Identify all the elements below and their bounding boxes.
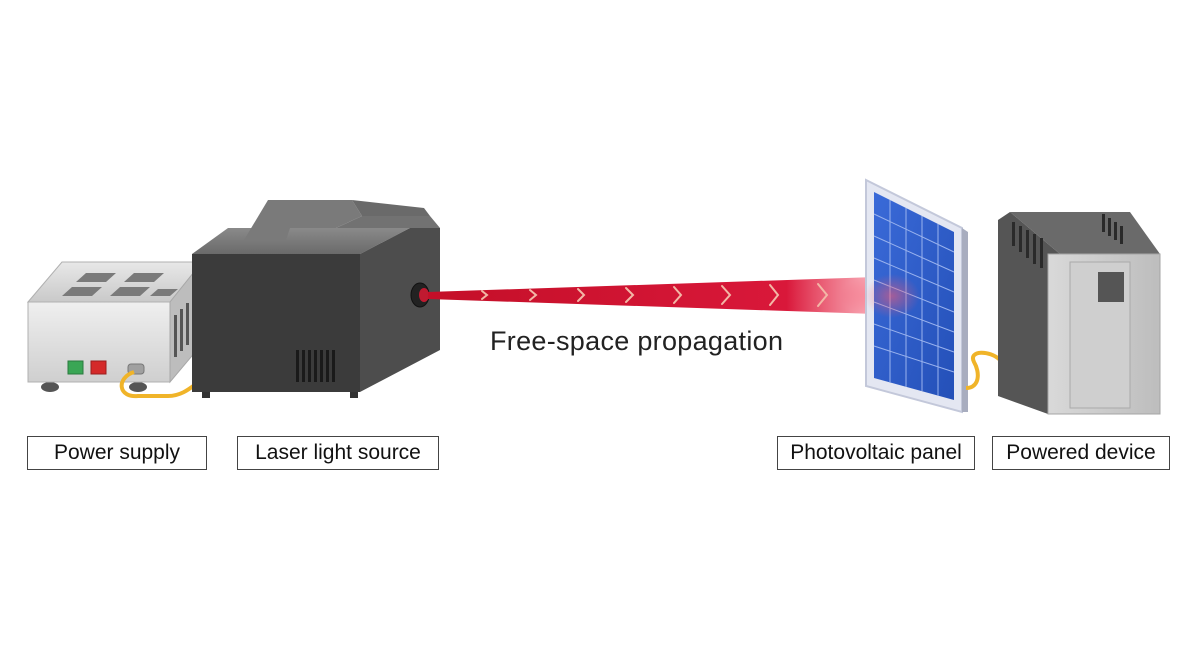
laser-beam-icon: [428, 274, 940, 318]
beam-label: Free-space propagation: [490, 326, 784, 356]
powered-device-icon: [998, 212, 1161, 415]
laser-light-source-label: Laser light source: [237, 436, 439, 470]
powered-device-label: Powered device: [992, 436, 1170, 470]
laser-light-source-icon: [192, 200, 440, 398]
photovoltaic-panel-icon: [864, 178, 968, 414]
power-cable-icon: [119, 370, 198, 399]
power-supply-label: Power supply: [27, 436, 207, 470]
power-supply-icon: [26, 260, 204, 392]
photovoltaic-panel-label: Photovoltaic panel: [777, 436, 975, 470]
